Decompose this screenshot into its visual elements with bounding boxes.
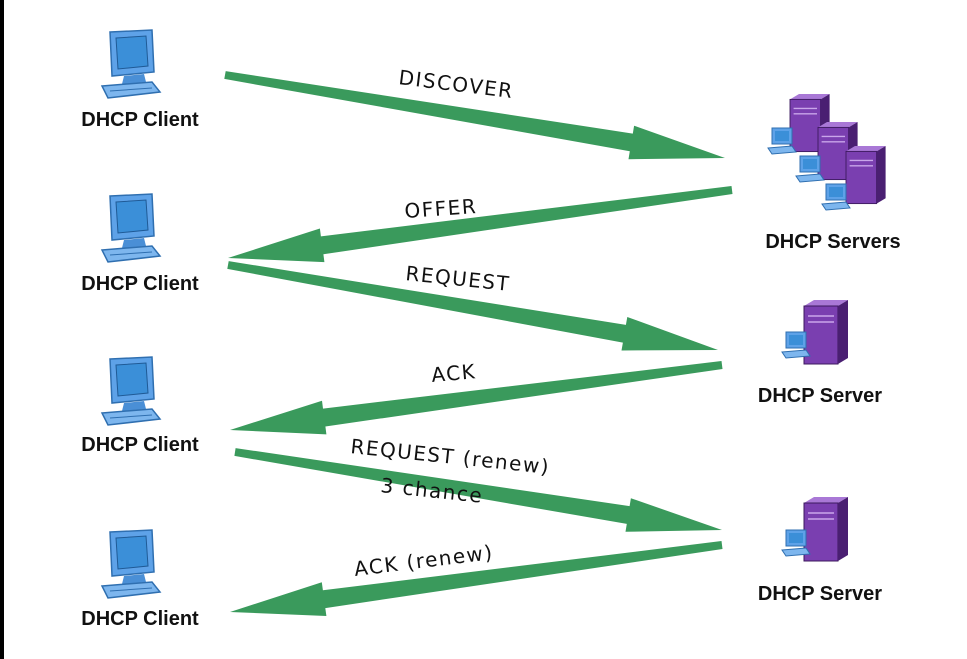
arrow-offer — [228, 186, 733, 263]
client-label-3: DHCP Client — [81, 434, 199, 456]
client-label-4: DHCP Client — [81, 608, 199, 630]
server-cluster-icon — [767, 93, 887, 211]
arrow-discover — [224, 71, 726, 160]
message-sublabel-chance: 3 chance — [379, 473, 484, 508]
server-label-3: DHCP Server — [758, 583, 882, 605]
server-label-2: DHCP Server — [758, 385, 882, 407]
arrow-ack-renew — [230, 541, 723, 616]
message-label-offer: OFFER — [404, 194, 478, 223]
server-icon-3 — [781, 496, 849, 562]
client-icon-4 — [101, 529, 161, 599]
frame-border — [0, 0, 4, 659]
client-label-1: DHCP Client — [81, 109, 199, 131]
arrows-layer — [224, 71, 733, 616]
client-icon-2 — [101, 193, 161, 263]
client-label-2: DHCP Client — [81, 273, 199, 295]
client-icon-3 — [101, 356, 161, 426]
message-label-ack: ACK — [430, 359, 477, 387]
arrow-ack — [230, 361, 723, 435]
message-label-discover: DISCOVER — [397, 65, 515, 103]
arrow-request — [227, 261, 719, 351]
server-label-1: DHCP Servers — [765, 231, 900, 253]
server-icon-2 — [781, 299, 849, 365]
client-icon-1 — [101, 29, 161, 99]
arrow-request-renew — [234, 448, 722, 532]
message-label-request: REQUEST — [404, 261, 511, 296]
